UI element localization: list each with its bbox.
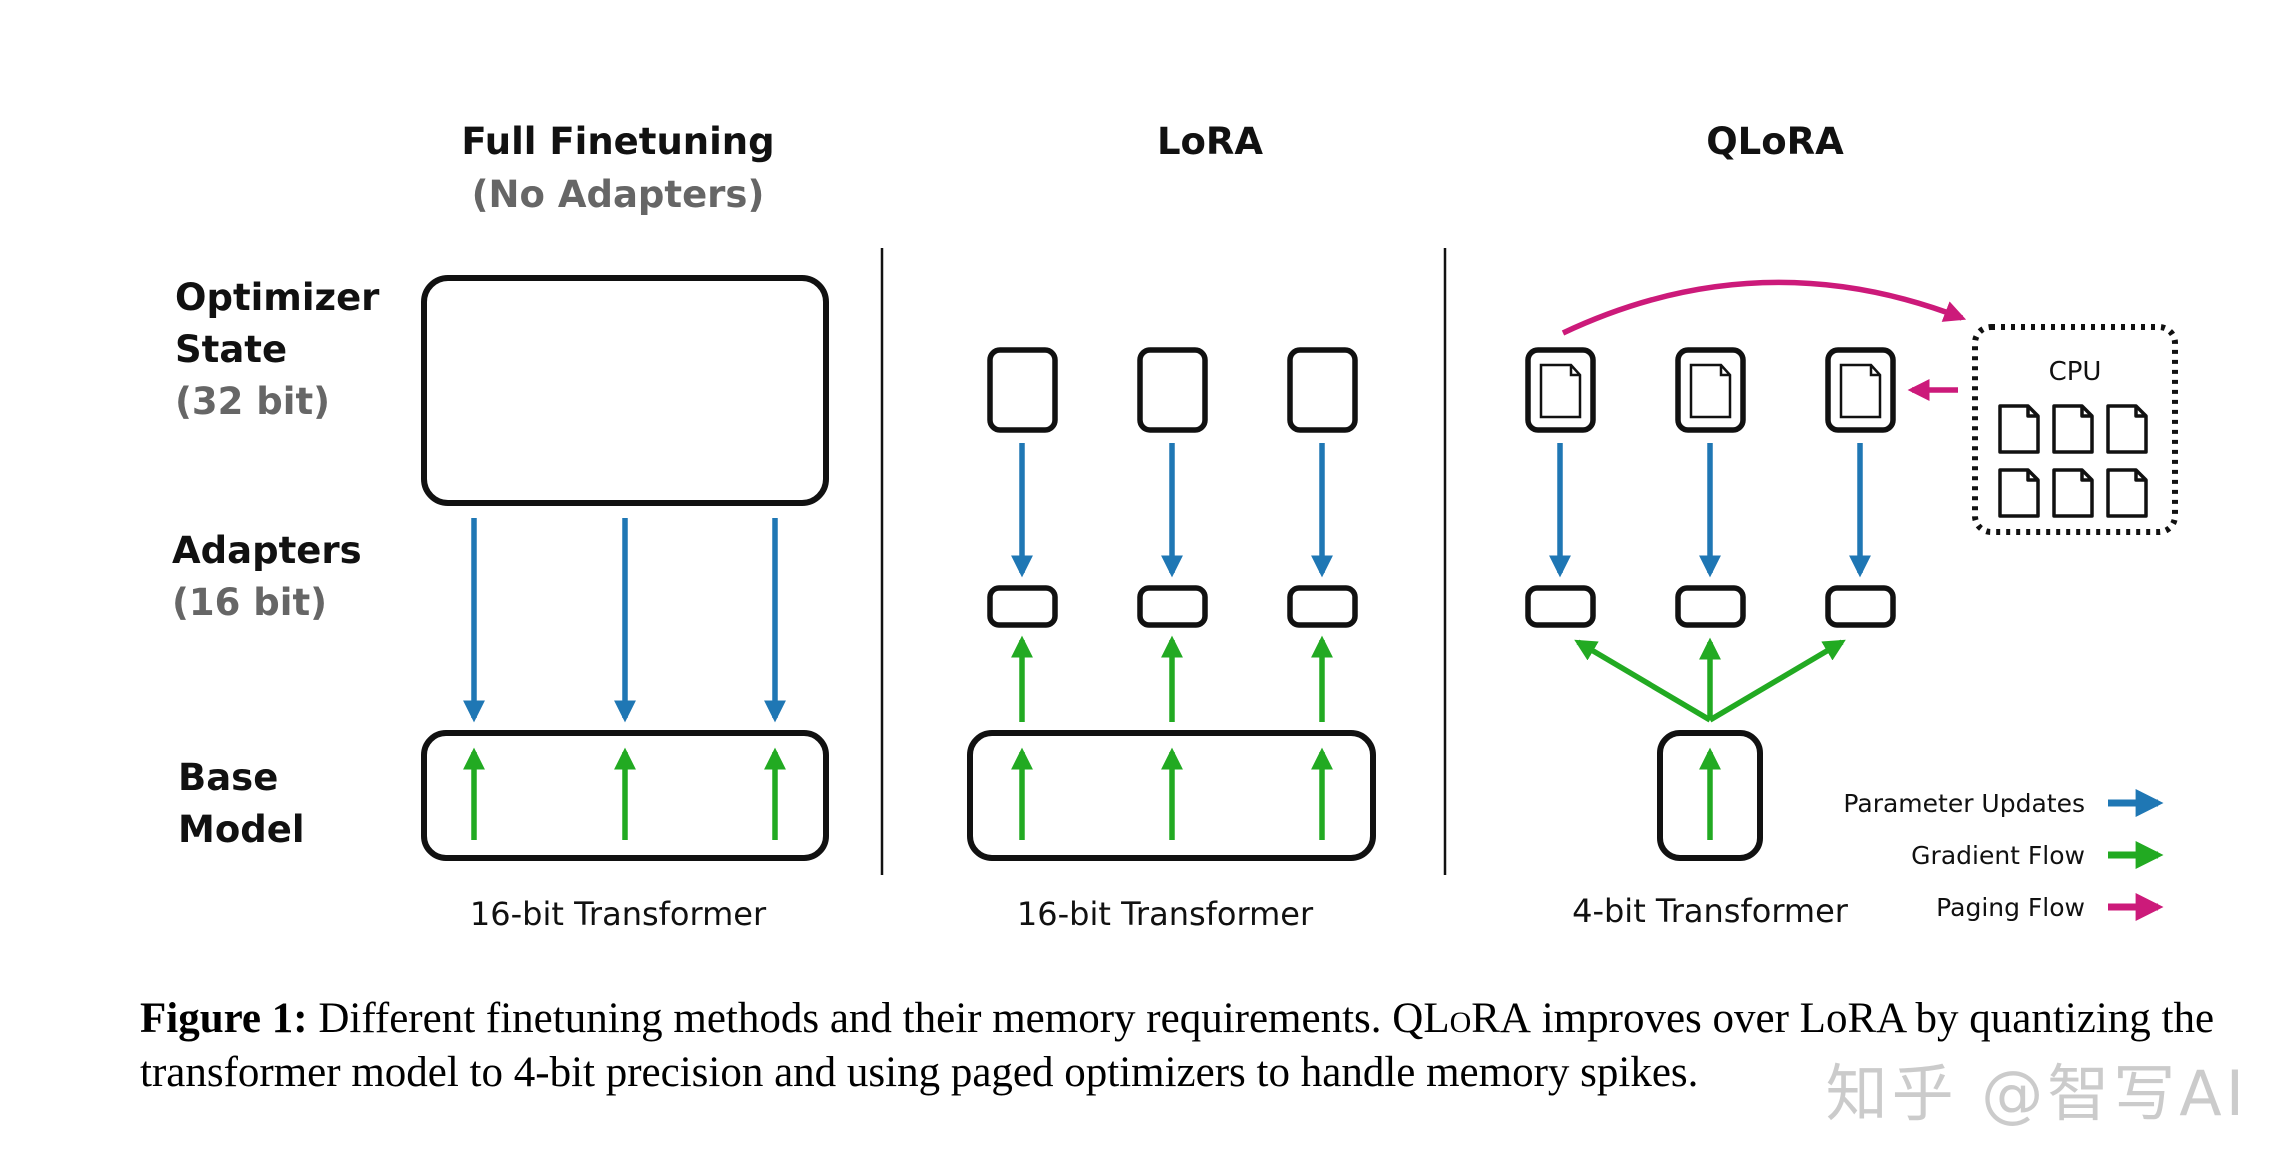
col-subtitle-full: (No Adapters) bbox=[472, 173, 765, 216]
row-label-base-1: Base bbox=[178, 756, 278, 799]
full-base-model-box bbox=[421, 730, 829, 861]
document-icon bbox=[1689, 363, 1732, 419]
cpu-label: CPU bbox=[2049, 357, 2102, 387]
figure-caption: Figure 1: Different finetuning methods a… bbox=[140, 992, 2220, 1100]
qlora-adapter-1 bbox=[1525, 585, 1596, 628]
row-label-optimizer-1: Optimizer bbox=[175, 276, 380, 319]
document-icon bbox=[1998, 404, 2040, 454]
document-icon bbox=[1539, 363, 1582, 419]
qlora-adapter-2 bbox=[1675, 585, 1746, 628]
col-title-lora: LoRA bbox=[1157, 120, 1263, 163]
document-icon bbox=[2052, 468, 2094, 518]
document-icon bbox=[1839, 363, 1882, 419]
caption-text-2: improves over LoRA by quantizing the tra… bbox=[140, 995, 2215, 1096]
row-label-base-2: Model bbox=[178, 808, 305, 851]
lora-optimizer-box-1 bbox=[987, 347, 1058, 433]
document-icon bbox=[2106, 404, 2148, 454]
row-label-adapters-bits: (16 bit) bbox=[172, 581, 327, 624]
row-label-optimizer-bits: (32 bit) bbox=[175, 380, 330, 423]
legend: Parameter Updates Gradient Flow Paging F… bbox=[1843, 789, 2164, 922]
lora-footer: 16-bit Transformer bbox=[1017, 895, 1314, 933]
qlora-optimizer-box-2 bbox=[1675, 347, 1746, 433]
qlora-adapter-3 bbox=[1825, 585, 1896, 628]
qlora-optimizer-box-1 bbox=[1525, 347, 1596, 433]
col-title-full: Full Finetuning bbox=[461, 120, 774, 163]
figure-number: Figure 1: bbox=[140, 995, 308, 1042]
caption-smallcaps: LoRA bbox=[1423, 995, 1531, 1042]
legend-label-paging: Paging Flow bbox=[1936, 893, 2085, 922]
lora-base-model-box bbox=[967, 730, 1376, 861]
qlora-gradient-fan-right bbox=[1708, 639, 1846, 723]
qlora-base-model-box bbox=[1657, 730, 1763, 861]
qlora-paging-curve bbox=[1561, 279, 1967, 336]
lora-adapter-3 bbox=[1287, 585, 1358, 628]
legend-label-updates: Parameter Updates bbox=[1843, 789, 2085, 818]
qlora-footer: 4-bit Transformer bbox=[1572, 892, 1849, 930]
document-icon bbox=[2106, 468, 2148, 518]
row-label-optimizer-2: State bbox=[175, 328, 287, 371]
full-footer: 16-bit Transformer bbox=[470, 895, 767, 933]
lora-adapter-2 bbox=[1137, 585, 1208, 628]
col-title-qlora: QLoRA bbox=[1706, 120, 1844, 163]
qlora-optimizer-box-3 bbox=[1825, 347, 1896, 433]
lora-optimizer-box-3 bbox=[1287, 347, 1358, 433]
lora-adapter-1 bbox=[987, 585, 1058, 628]
full-optimizer-box bbox=[421, 275, 829, 506]
legend-label-gradient: Gradient Flow bbox=[1911, 841, 2085, 870]
document-icon bbox=[1998, 468, 2040, 518]
qlora-gradient-fan-left bbox=[1574, 639, 1712, 723]
caption-text-1: Different finetuning methods and their m… bbox=[318, 995, 1424, 1042]
row-label-adapters-1: Adapters bbox=[172, 529, 362, 572]
document-icon bbox=[2052, 404, 2094, 454]
lora-optimizer-box-2 bbox=[1137, 347, 1208, 433]
cpu-memory-box: CPU bbox=[1972, 324, 2178, 535]
watermark: 知乎 @智写AI bbox=[1825, 1057, 2248, 1130]
